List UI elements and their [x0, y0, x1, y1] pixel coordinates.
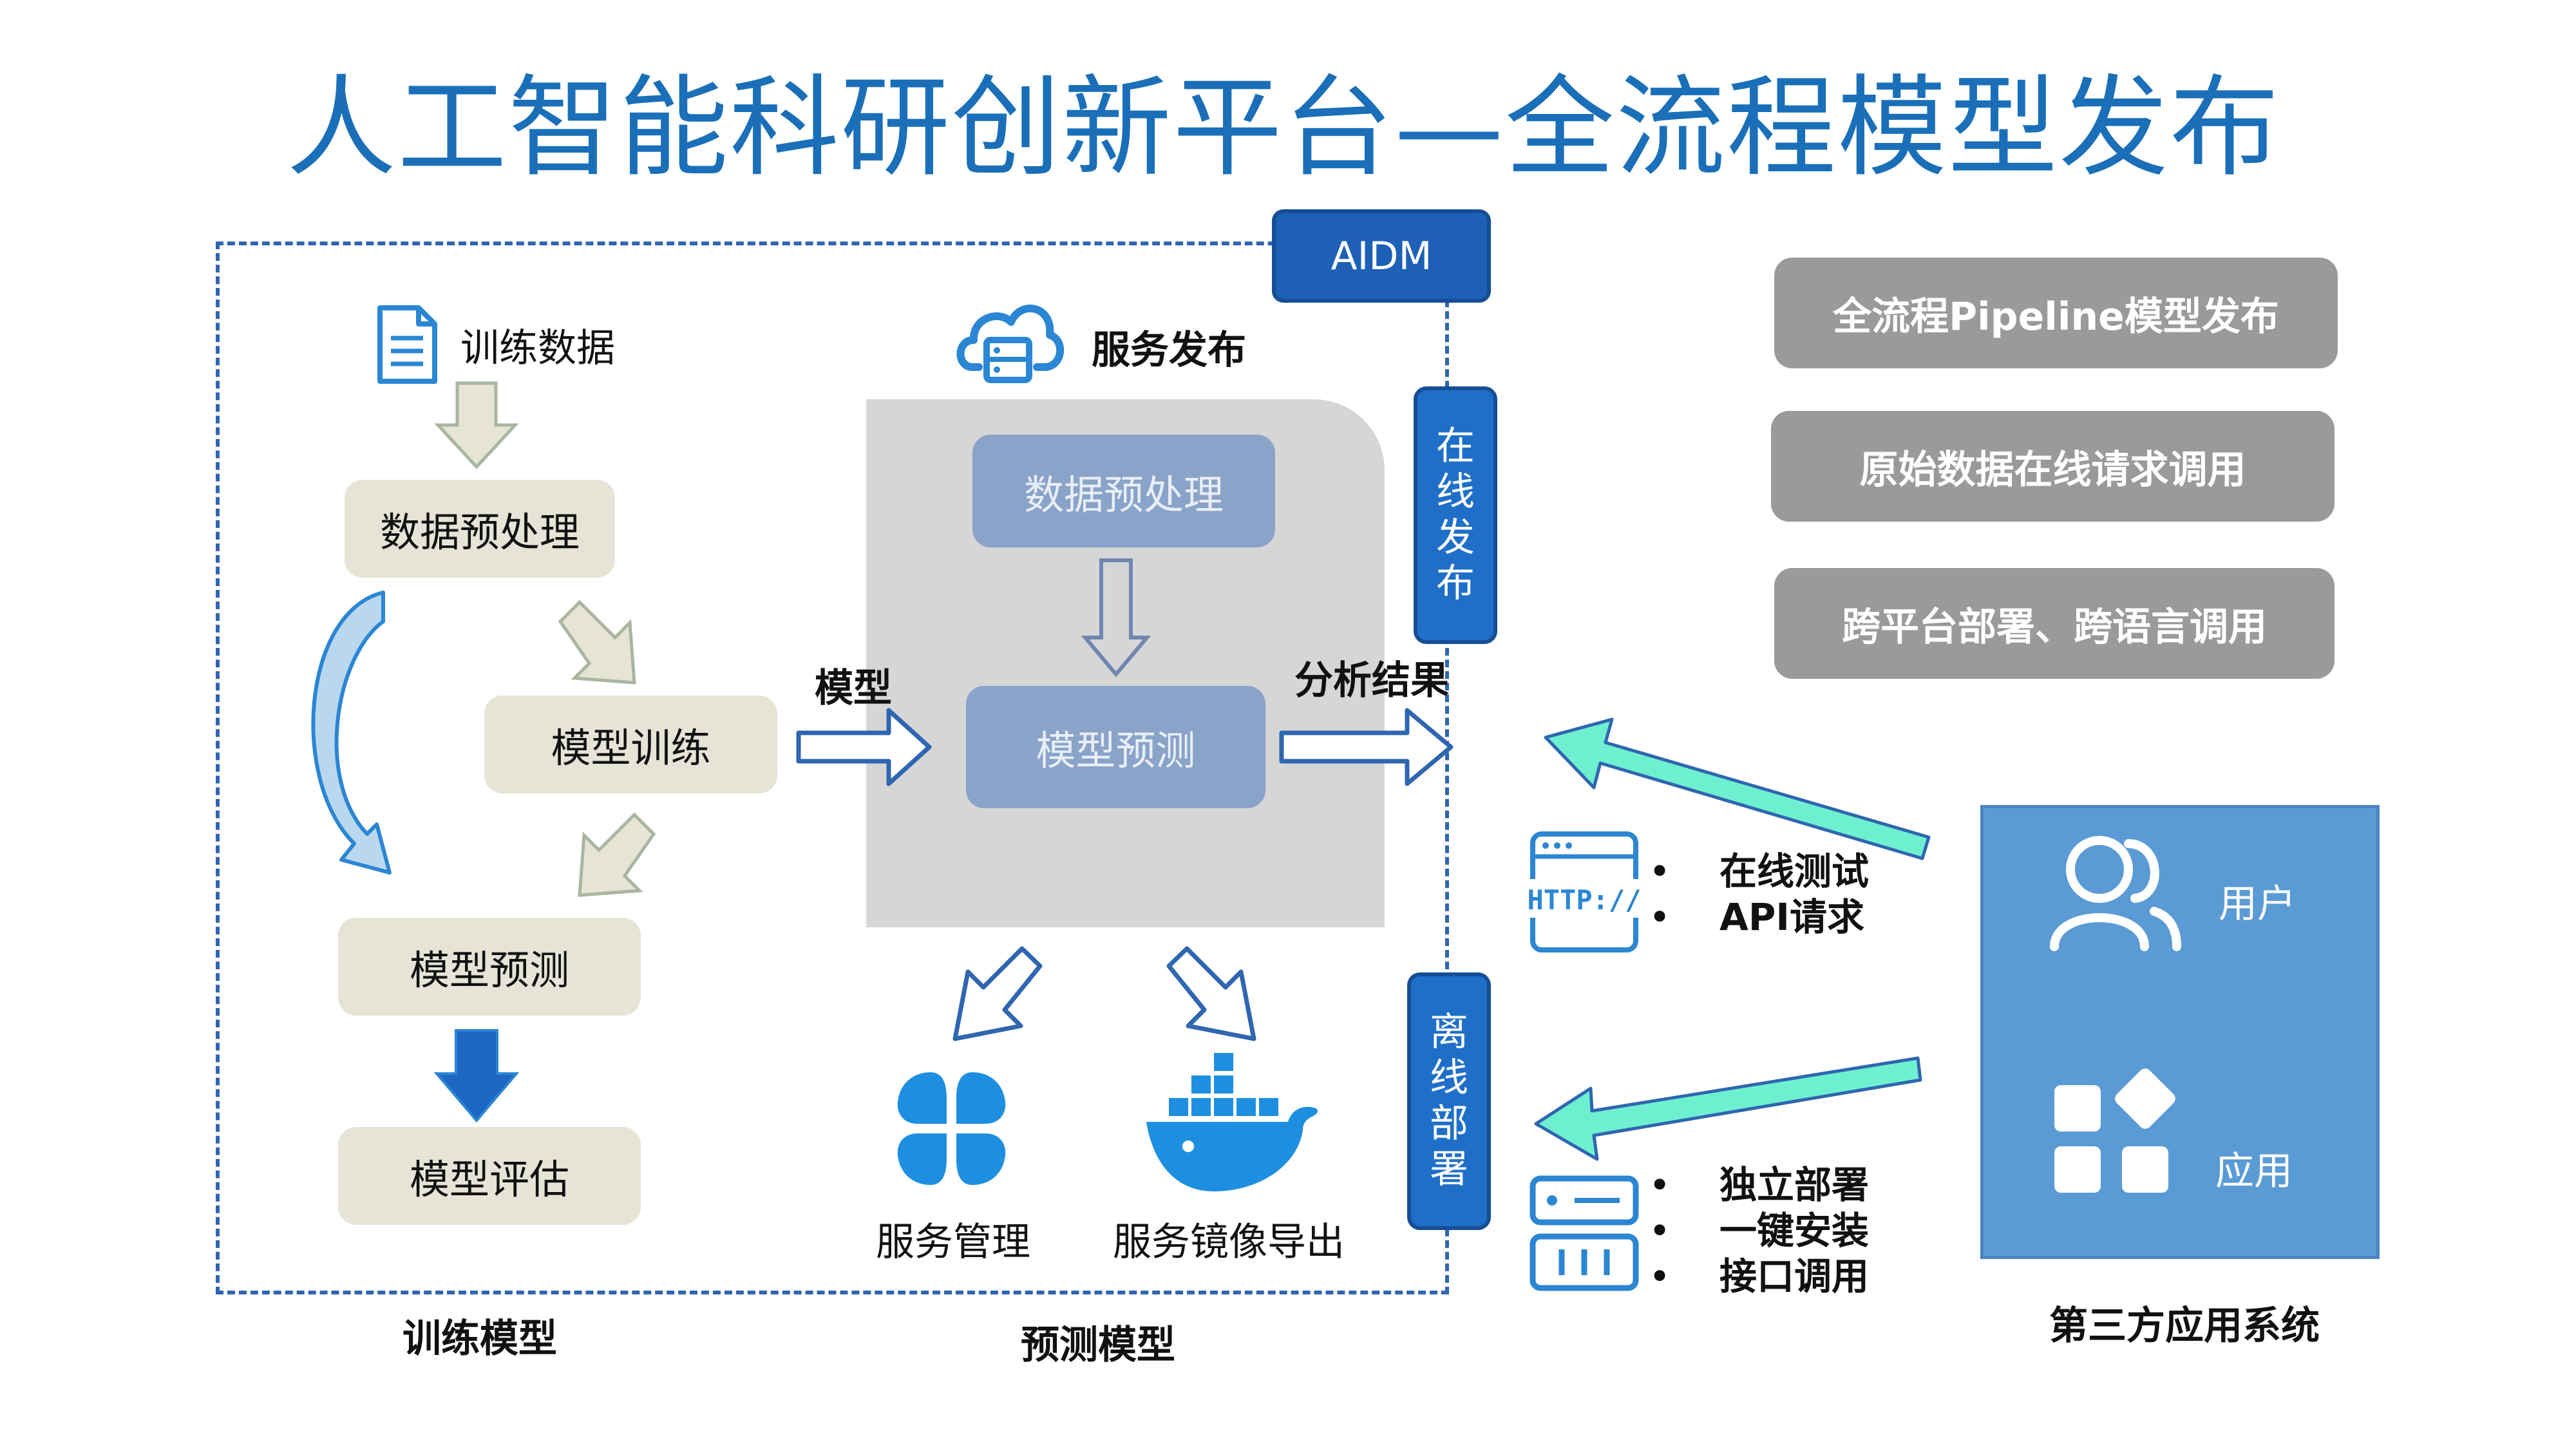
service-predict-box: 模型预测 [966, 686, 1265, 808]
offline-char: 离 [1430, 1010, 1468, 1056]
model-arrow-label: 模型 [815, 666, 892, 711]
train-predict-box: 模型预测 [338, 918, 641, 1016]
offline-bullet-item: • 接口调用 [1649, 1254, 1869, 1300]
document-icon [377, 305, 437, 384]
bullet-text: API请求 [1719, 895, 1864, 939]
model-train-box: 模型训练 [484, 696, 777, 793]
feature-label: 原始数据在线请求调用 [1859, 447, 2246, 493]
down-arrow-icon [433, 1029, 520, 1123]
online-char: 在 [1436, 424, 1475, 469]
feature-pill: 全流程Pipeline模型发布 [1774, 258, 2338, 368]
aidm-label: AIDM [1331, 233, 1432, 279]
page-title: 人工智能科研创新平台—全流程模型发布 [287, 64, 2281, 192]
train-predict-label: 模型预测 [409, 947, 569, 994]
model-evaluate-box: 模型评估 [338, 1127, 641, 1225]
training-caption: 训练模型 [402, 1316, 557, 1361]
bullet-mark: • [1649, 1254, 1671, 1298]
online-char: 发 [1436, 515, 1475, 560]
users-icon [2050, 836, 2181, 951]
server-rack-icon [1530, 1175, 1639, 1291]
right-arrow-icon [1279, 708, 1454, 786]
bullet-mark: • [1649, 1163, 1671, 1207]
teal-arrow-icon [1534, 1056, 1922, 1161]
feature-label: 跨平台部署、跨语言调用 [1842, 604, 2267, 650]
offline-bullets: • 独立部署 • 一键安装 • 接口调用 [1649, 1162, 1869, 1299]
training-data-label: 训练数据 [460, 326, 615, 371]
diagonal-arrow-icon [558, 600, 636, 685]
online-publish-tab: 在 线 发 布 [1414, 386, 1497, 644]
aidm-tab: AIDM [1272, 209, 1491, 303]
offline-bullet-item: • 一键安装 [1649, 1208, 1869, 1254]
online-char: 布 [1436, 560, 1475, 606]
service-predict-label: 模型预测 [1036, 727, 1196, 774]
bullet-text: 接口调用 [1719, 1254, 1870, 1298]
service-export-label: 服务镜像导出 [1113, 1220, 1345, 1265]
online-char: 线 [1436, 469, 1475, 515]
users-label: 用户 [2219, 882, 2296, 927]
down-arrow-icon [1081, 558, 1151, 677]
result-arrow-label: 分析结果 [1294, 658, 1449, 703]
service-header: 服务发布 [1092, 328, 1246, 373]
model-evaluate-label: 模型评估 [409, 1156, 569, 1203]
online-bullets: • 在线测试 • API请求 [1649, 849, 1869, 940]
feature-pill: 跨平台部署、跨语言调用 [1774, 568, 2334, 679]
online-bullet-item: • 在线测试 [1649, 849, 1869, 895]
bullet-mark: • [1649, 895, 1671, 939]
diagonal-arrow-icon [952, 946, 1043, 1041]
apps-grid-icon [2054, 1068, 2175, 1193]
train-preprocess-box: 数据预处理 [345, 480, 615, 578]
bullet-text: 一键安装 [1719, 1208, 1870, 1253]
down-arrow-icon [434, 381, 519, 469]
bullet-text: 独立部署 [1719, 1163, 1870, 1207]
service-preprocess-label: 数据预处理 [1023, 471, 1224, 518]
offline-char: 部 [1430, 1101, 1468, 1146]
diagonal-arrow-icon [1166, 946, 1256, 1041]
offline-char: 线 [1430, 1056, 1468, 1101]
right-arrow-icon [796, 708, 932, 786]
apps-label: 应用 [2215, 1149, 2293, 1194]
bullet-mark: • [1649, 849, 1671, 893]
train-preprocess-label: 数据预处理 [379, 509, 580, 556]
clover-icon [897, 1072, 1006, 1185]
diagonal-arrow-icon [578, 812, 656, 897]
online-bullet-item: • API请求 [1649, 895, 1869, 940]
model-train-label: 模型训练 [551, 724, 711, 772]
service-manage-label: 服务管理 [876, 1220, 1030, 1265]
offline-deploy-tab: 离 线 部 署 [1407, 972, 1491, 1230]
cloud-server-icon [956, 304, 1065, 383]
curved-arrow-icon [311, 591, 392, 875]
third-party-box [1980, 805, 2380, 1259]
offline-char: 署 [1430, 1146, 1468, 1192]
http-icon-text: HTTP:// [1527, 884, 1641, 916]
http-icon: HTTP:// [1527, 831, 1642, 952]
docker-whale-icon [1146, 1053, 1318, 1191]
bullet-mark: • [1649, 1208, 1671, 1253]
service-preprocess-box: 数据预处理 [972, 435, 1275, 547]
offline-bullet-item: • 独立部署 [1649, 1162, 1869, 1208]
feature-pill: 原始数据在线请求调用 [1771, 411, 2334, 522]
bullet-text: 在线测试 [1719, 849, 1870, 893]
third-party-caption: 第三方应用系统 [2049, 1303, 2320, 1349]
platform-boundary [216, 242, 1449, 1294]
predict-caption: 预测模型 [1021, 1323, 1175, 1368]
teal-arrow-icon [1544, 717, 1931, 860]
feature-label: 全流程Pipeline模型发布 [1833, 294, 2279, 339]
